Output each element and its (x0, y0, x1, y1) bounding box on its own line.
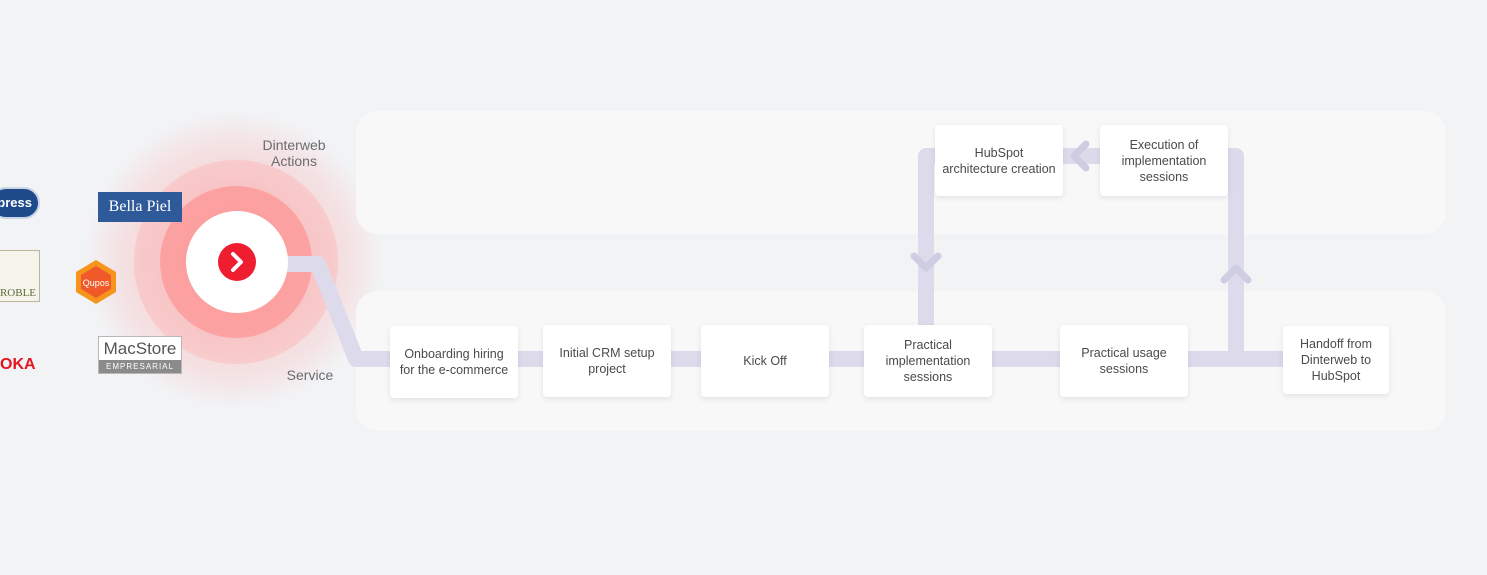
qupos-mark-icon: Qupos (76, 260, 116, 304)
chevron-down-icon (910, 252, 942, 272)
step-hubspot-architecture[interactable]: HubSpot architecture creation (935, 125, 1063, 196)
step-practical-implementation[interactable]: Practical implementation sessions (864, 325, 992, 397)
connector-up-loop (1220, 148, 1244, 367)
chevron-left-icon (1070, 140, 1090, 172)
logo-qupos: Qupos (72, 258, 120, 306)
hub-core (186, 211, 288, 313)
logo-express: press (0, 187, 40, 219)
logo-macstore-sub: EMPRESARIAL (99, 360, 181, 373)
lane-label-service: Service (286, 367, 334, 383)
step-practical-usage[interactable]: Practical usage sessions (1060, 325, 1188, 397)
step-execution-sessions[interactable]: Execution of implementation sessions (1100, 125, 1228, 196)
lane-label-actions: Dinterweb Actions (262, 137, 326, 169)
logo-macstore: MacStore EMPRESARIAL (98, 336, 182, 374)
logo-grupo-roble-text: ROBLE (0, 287, 37, 299)
logo-grupo-roble: ROBLE (0, 250, 40, 302)
logo-qupos-text: Qupos (83, 278, 110, 288)
connector-down-loop (918, 148, 942, 333)
logo-bellapiel: Bella Piel (98, 192, 182, 222)
chevron-right-icon (231, 252, 243, 272)
step-kick-off[interactable]: Kick Off (701, 325, 829, 397)
logo-oka: OKA (0, 356, 36, 373)
step-initial-crm[interactable]: Initial CRM setup project (543, 325, 671, 397)
hub-badge (218, 243, 256, 281)
lane-dinterweb-actions (356, 111, 1446, 234)
chevron-up-icon (1220, 264, 1252, 284)
step-handoff[interactable]: Handoff from Dinterweb to HubSpot (1283, 326, 1389, 394)
logo-macstore-name: MacStore (103, 339, 177, 358)
step-onboarding[interactable]: Onboarding hiring for the e-commerce (390, 326, 518, 398)
